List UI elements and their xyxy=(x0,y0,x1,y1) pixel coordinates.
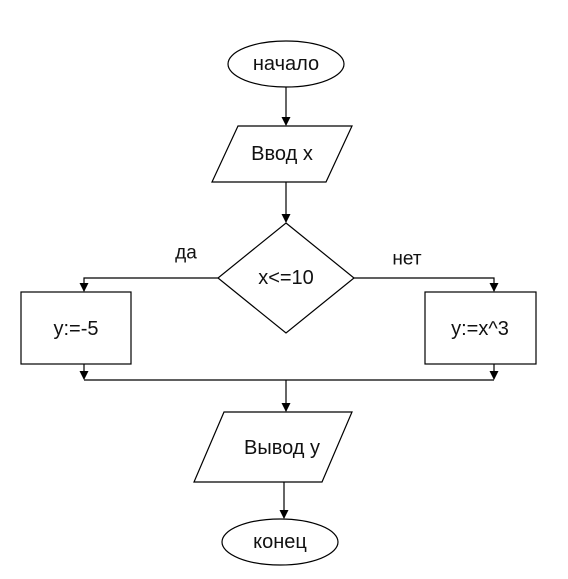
output-node: Вывод y xyxy=(193,411,353,483)
output-label: Вывод y xyxy=(244,437,320,459)
yes-action-node: y:=-5 xyxy=(20,291,132,365)
arrow-yes-branch xyxy=(79,277,218,292)
yes-action-label: y:=-5 xyxy=(53,318,98,340)
start-label: начало xyxy=(253,53,319,75)
start-node: начало xyxy=(227,40,345,88)
arrow-no-branch xyxy=(354,277,499,292)
input-label: Ввод x xyxy=(251,143,313,165)
end-label: конец xyxy=(253,531,307,553)
no-branch-label: нет xyxy=(392,249,421,270)
decision-label: x<=10 xyxy=(258,267,314,289)
yes-branch-label: да xyxy=(175,243,197,264)
end-node: конец xyxy=(221,518,339,566)
input-node: Ввод x xyxy=(211,125,353,183)
decision-node: x<=10 xyxy=(217,222,355,334)
no-action-node: y:=x^3 xyxy=(424,291,537,365)
no-action-label: y:=x^3 xyxy=(451,318,509,340)
